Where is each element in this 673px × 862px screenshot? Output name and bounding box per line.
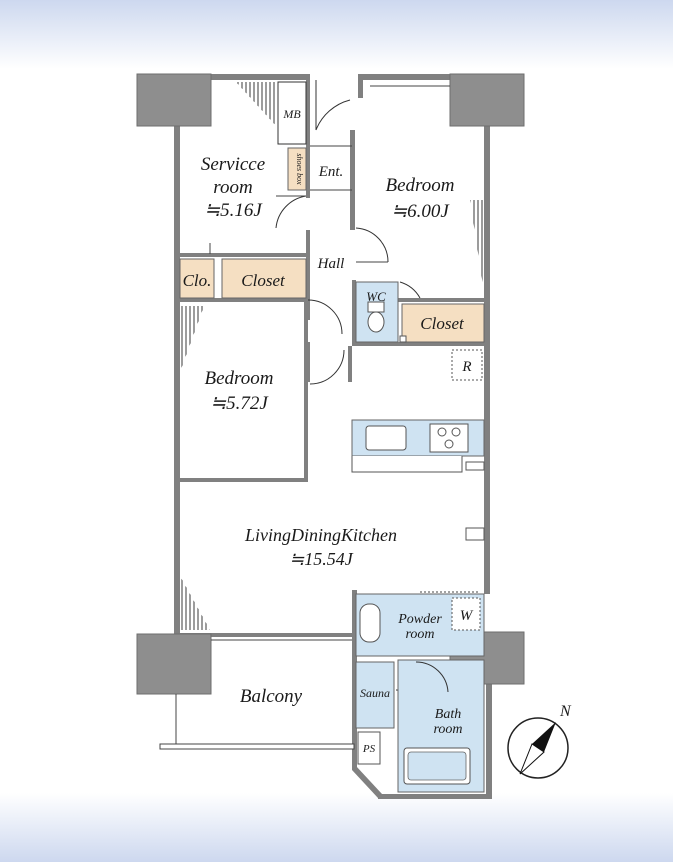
ps-label: PS (362, 743, 376, 755)
compass-needle-icon (532, 722, 556, 752)
column-top-left (136, 73, 212, 127)
wc-label: WC (366, 289, 386, 304)
closet-right (399, 303, 485, 343)
bedroom2-name: Bedroom (205, 368, 274, 389)
meter-box (277, 81, 307, 145)
column-bottom-left (136, 633, 212, 695)
bedroom1-area: ≒6.00J (391, 201, 450, 222)
bath-room (397, 659, 485, 793)
bath-room-name-1: Bath (435, 707, 461, 722)
clo-label: Clo. (183, 271, 212, 290)
refrigerator-space (451, 349, 483, 381)
entrance-label: Ent. (318, 164, 344, 180)
ldk-name: LivingDiningKitchen (244, 525, 397, 545)
service-room-name-2: room (213, 177, 252, 198)
bedroom1-name: Bedroom (386, 175, 455, 196)
kitchen-counter (351, 419, 485, 541)
pipe-space (357, 731, 381, 765)
mb-label: MB (282, 107, 301, 121)
closet-left-label: Closet (241, 271, 286, 290)
service-room (236, 82, 307, 229)
r-label: R (461, 359, 471, 375)
shoes-box (287, 147, 307, 191)
room-labels: Servicce room ≒5.16J MB shoes box Ent. H… (183, 107, 474, 755)
powder-room (355, 591, 485, 657)
balcony (159, 639, 355, 750)
ldk-area: ≒15.54J (289, 549, 354, 569)
powder-room-name-2: room (405, 627, 434, 642)
entrance-door (310, 80, 352, 191)
bedroom1-features (355, 85, 484, 292)
bedroom2-area: ≒5.72J (210, 393, 269, 414)
exterior-walls (174, 74, 492, 799)
wc (355, 281, 421, 343)
powder-room-name-1: Powder (397, 612, 442, 627)
closet-right-label: Closet (420, 314, 465, 333)
w-label: W (460, 608, 474, 624)
compass-north-label: N (559, 703, 572, 720)
hall-label: Hall (317, 256, 345, 272)
compass: N (507, 703, 572, 779)
balcony-label: Balcony (240, 686, 303, 707)
shoes-box-label: shoes box (295, 153, 304, 185)
closets-left (179, 243, 307, 299)
bath-room-name-2: room (433, 722, 462, 737)
service-room-area: ≒5.16J (204, 200, 263, 221)
column-top-right (449, 73, 525, 127)
sauna-label: Sauna (360, 686, 390, 700)
interior-walls (176, 78, 490, 594)
service-room-name-1: Servicce (201, 154, 265, 175)
bedroom2-features (180, 299, 345, 630)
